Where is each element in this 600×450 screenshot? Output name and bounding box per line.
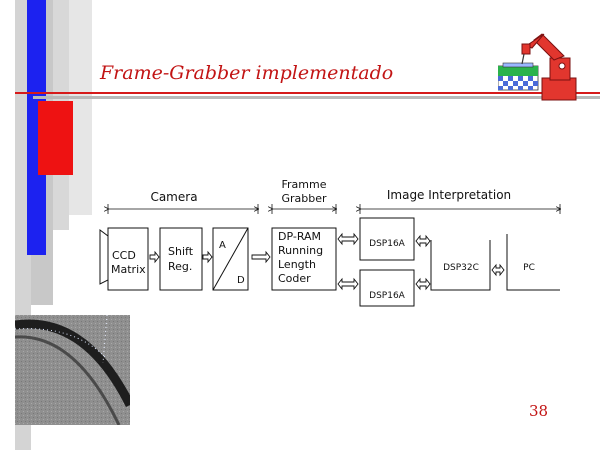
section-label-camera: Camera	[150, 190, 197, 204]
ad-d-label: D	[237, 275, 245, 286]
ad-diagonal	[212, 227, 249, 291]
shift-label: Shift	[168, 245, 194, 258]
decorative-strip-gray	[69, 0, 92, 215]
section-label-grabber: Grabber	[281, 192, 327, 205]
dp-ram-coder-block	[271, 227, 337, 291]
dsp16a-bottom-block	[359, 269, 415, 307]
ccd-matrix-block	[107, 227, 149, 291]
coder-label: Coder	[278, 272, 311, 285]
title-underline	[15, 92, 600, 94]
section-label-framme: Framme	[282, 178, 327, 191]
dsp16a-top-block	[359, 217, 415, 261]
pc-block	[506, 234, 560, 291]
frame-grabber-block-diagram: Camera Framme Grabber Image Interpretati…	[99, 178, 572, 307]
pc-label: PC	[523, 263, 535, 273]
section-label-image-interpretation: Image Interpretation	[387, 188, 511, 202]
reg-label: Reg.	[168, 260, 192, 273]
dsp16a-top-label: DSP16A	[369, 239, 406, 249]
section-range-lines	[108, 204, 560, 214]
workpiece-icon	[498, 62, 539, 91]
length-label: Length	[278, 258, 316, 271]
shift-reg-block	[159, 227, 203, 291]
running-label: Running	[278, 244, 323, 257]
camera-image-photo	[15, 315, 130, 425]
camera-lens-icon	[99, 229, 109, 285]
dp-ram-label: DP-RAM	[278, 230, 321, 243]
data-flow-arrows	[149, 232, 505, 291]
dsp16a-bottom-label: DSP16A	[369, 291, 406, 301]
matrix-label: Matrix	[111, 263, 146, 276]
dsp32c-label: DSP32C	[443, 263, 479, 273]
ad-a-label: A	[219, 240, 226, 251]
page-number: 38	[529, 402, 549, 420]
title-shadow-line	[33, 96, 600, 99]
robot-arm-logo	[498, 33, 577, 101]
decorative-strip-blue	[27, 0, 46, 255]
decorative-strip-red	[38, 101, 73, 175]
slide-title: Frame-Grabber implementado	[100, 62, 394, 84]
ccd-label: CCD	[112, 249, 136, 262]
dsp32c-block	[430, 240, 491, 291]
